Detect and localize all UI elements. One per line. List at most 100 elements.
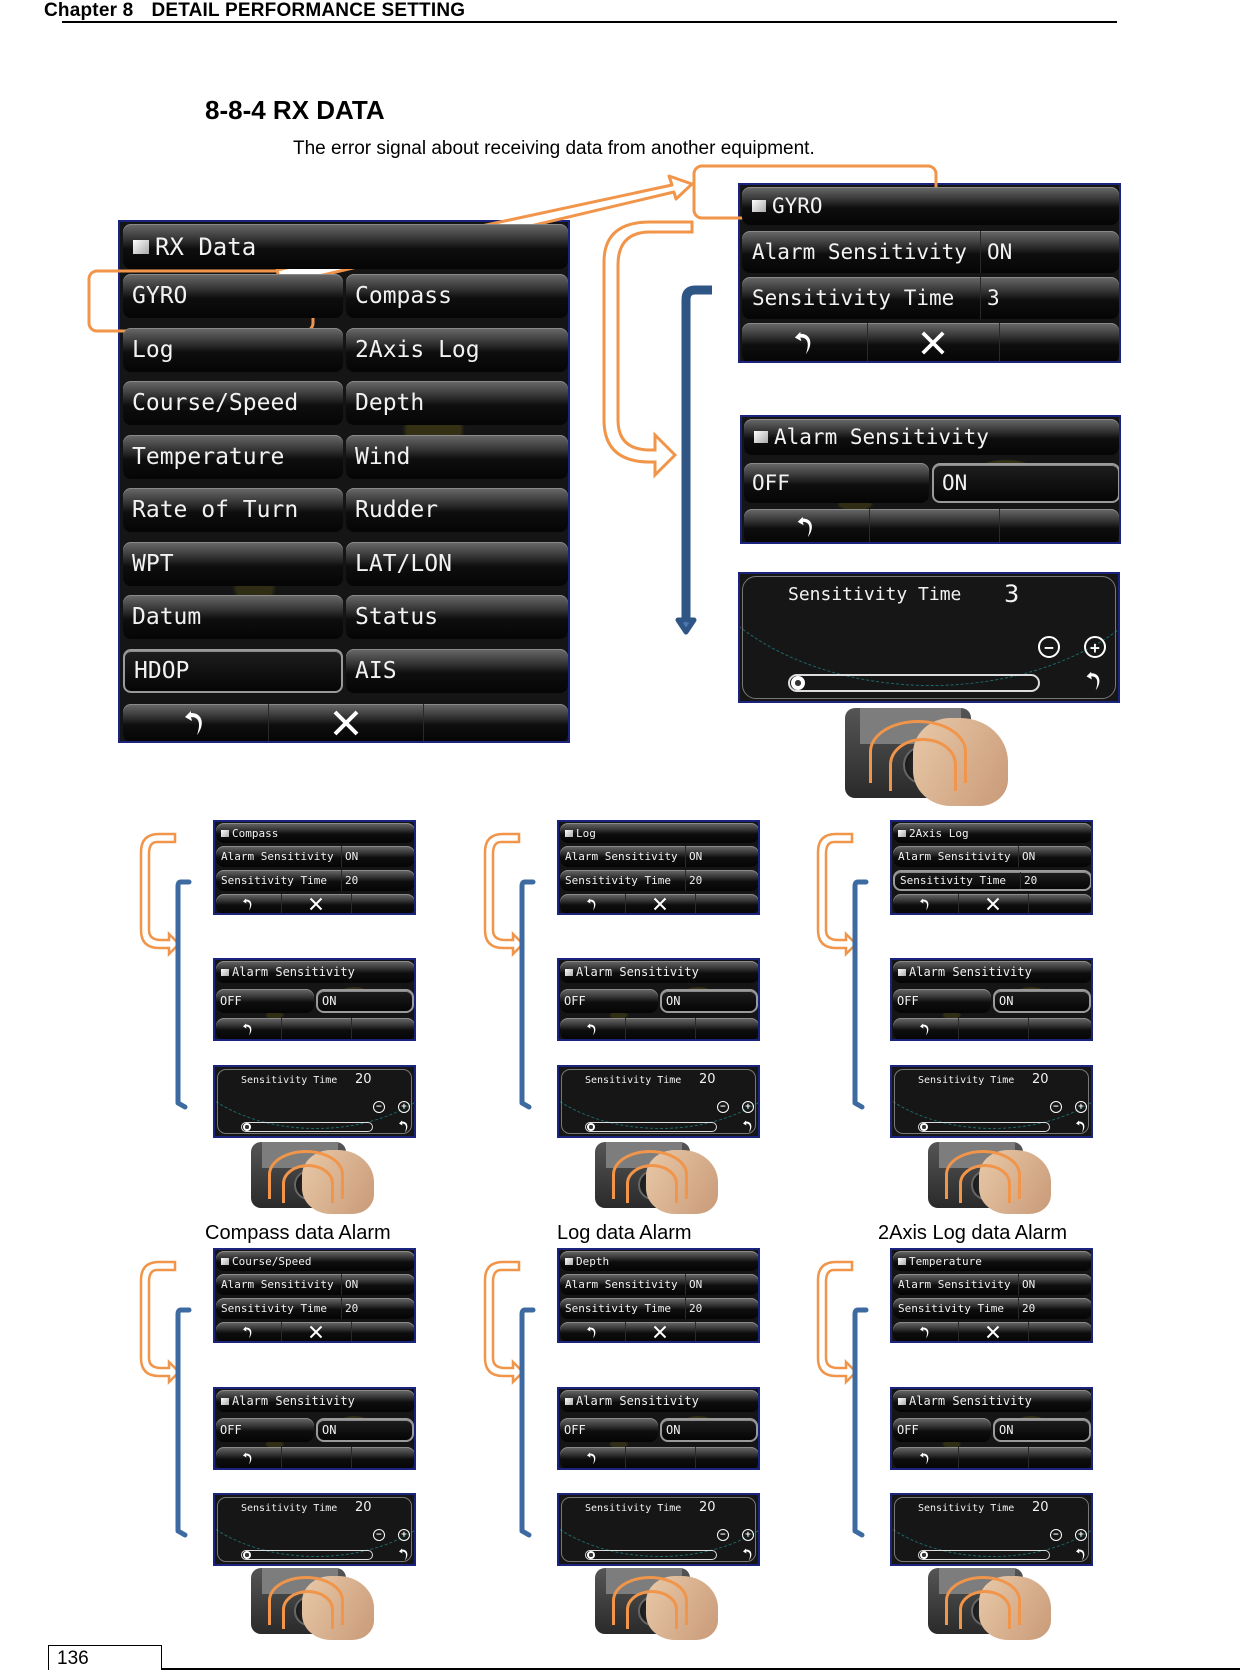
close-button[interactable] <box>958 1322 1028 1341</box>
back-button[interactable] <box>560 1018 625 1039</box>
close-button[interactable] <box>625 1322 695 1341</box>
alarm-sensitivity-row[interactable]: Alarm Sensitivity ON <box>216 1274 414 1295</box>
back-button[interactable] <box>1073 1545 1089 1563</box>
close-button[interactable] <box>281 1322 351 1341</box>
close-button[interactable] <box>268 704 423 741</box>
alarm-off-option[interactable]: OFF <box>216 989 314 1013</box>
close-button[interactable] <box>958 894 1028 913</box>
slider-thumb[interactable] <box>920 1123 928 1131</box>
gyro-alarm-sensitivity-row[interactable]: Alarm Sensitivity ON <box>742 231 1119 273</box>
rx-menu-item-status[interactable]: Status <box>346 595 568 639</box>
alarm-sensitivity-row[interactable]: Alarm Sensitivity ON <box>893 1274 1091 1295</box>
sensitivity-slider-track[interactable] <box>585 1550 717 1560</box>
alarm-off-option[interactable]: OFF <box>216 1418 314 1442</box>
back-button[interactable] <box>560 1447 625 1468</box>
rx-menu-item-course-speed[interactable]: Course/Speed <box>123 381 343 425</box>
alarm-on-option[interactable]: ON <box>993 989 1091 1013</box>
slider-thumb[interactable] <box>587 1123 595 1131</box>
plus-button[interactable]: + <box>1075 1529 1087 1541</box>
minus-button[interactable]: − <box>717 1529 729 1541</box>
slider-thumb[interactable] <box>791 676 805 690</box>
back-button[interactable] <box>1073 1117 1089 1135</box>
sensitivity-time-row[interactable]: Sensitivity Time 20 <box>893 1298 1091 1319</box>
sensitivity-time-row[interactable]: Sensitivity Time 20 <box>216 870 414 891</box>
alarm-on-option[interactable]: ON <box>993 1418 1091 1442</box>
minus-button[interactable]: − <box>1038 636 1060 658</box>
alarm-on-option[interactable]: ON <box>660 989 758 1013</box>
alarm-off-option[interactable]: OFF <box>744 463 929 503</box>
close-button[interactable] <box>281 894 351 913</box>
alarm-off-option[interactable]: OFF <box>560 989 658 1013</box>
alarm-sensitivity-row[interactable]: Alarm Sensitivity ON <box>560 846 758 867</box>
back-button[interactable] <box>744 509 869 542</box>
rx-menu-item-2axis-log[interactable]: 2Axis Log <box>346 327 568 372</box>
sensitivity-slider-track[interactable] <box>241 1550 373 1560</box>
plus-button[interactable]: + <box>398 1101 410 1113</box>
alarm-off-option[interactable]: OFF <box>893 989 991 1013</box>
slider-thumb[interactable] <box>243 1123 251 1131</box>
back-button[interactable] <box>560 1322 625 1341</box>
minus-button[interactable]: − <box>1050 1529 1062 1541</box>
plus-button[interactable]: + <box>1084 636 1106 658</box>
slider-thumb[interactable] <box>920 1551 928 1559</box>
back-button[interactable] <box>216 1018 281 1039</box>
back-button[interactable] <box>396 1117 412 1135</box>
minus-button[interactable]: − <box>373 1529 385 1541</box>
alarm-off-option[interactable]: OFF <box>893 1418 991 1442</box>
alarm-on-option[interactable]: ON <box>316 1418 414 1442</box>
close-button[interactable] <box>625 894 695 913</box>
back-button[interactable] <box>893 894 958 913</box>
sensitivity-slider-track[interactable] <box>241 1122 373 1132</box>
rx-menu-item-rudder[interactable]: Rudder <box>346 488 568 532</box>
back-button[interactable] <box>893 1018 958 1039</box>
back-button[interactable] <box>396 1545 412 1563</box>
alarm-sensitivity-row[interactable]: Alarm Sensitivity ON <box>216 846 414 867</box>
sensitivity-time-row[interactable]: Sensitivity Time 20 <box>560 870 758 891</box>
sensitivity-slider-track[interactable] <box>918 1122 1050 1132</box>
close-button[interactable] <box>867 323 999 361</box>
minus-button[interactable]: − <box>1050 1101 1062 1113</box>
back-button[interactable] <box>216 1447 281 1468</box>
alarm-sensitivity-row[interactable]: Alarm Sensitivity ON <box>893 846 1091 867</box>
back-button[interactable] <box>216 1322 281 1341</box>
slider-thumb[interactable] <box>243 1551 251 1559</box>
rx-menu-item-lat-lon[interactable]: LAT/LON <box>346 541 568 586</box>
back-button[interactable] <box>893 1322 958 1341</box>
alarm-off-option[interactable]: OFF <box>560 1418 658 1442</box>
minus-button[interactable]: − <box>373 1101 385 1113</box>
back-button[interactable] <box>740 1117 756 1135</box>
alarm-on-option[interactable]: ON <box>316 989 414 1013</box>
rx-menu-item-gyro[interactable]: GYRO <box>123 274 343 318</box>
alarm-on-option[interactable]: ON <box>660 1418 758 1442</box>
sensitivity-time-row[interactable]: Sensitivity Time 20 <box>560 1298 758 1319</box>
gyro-sensitivity-time-row[interactable]: Sensitivity Time 3 <box>742 277 1119 319</box>
back-button[interactable] <box>123 704 268 741</box>
rx-menu-item-temperature[interactable]: Temperature <box>123 434 343 479</box>
plus-button[interactable]: + <box>742 1101 754 1113</box>
sensitivity-time-row[interactable]: Sensitivity Time 20 <box>893 870 1091 891</box>
back-button[interactable] <box>742 323 867 361</box>
sensitivity-slider-track[interactable] <box>918 1550 1050 1560</box>
rx-menu-item-wind[interactable]: Wind <box>346 434 568 479</box>
plus-button[interactable]: + <box>1075 1101 1087 1113</box>
slider-thumb[interactable] <box>587 1551 595 1559</box>
back-button[interactable] <box>560 894 625 913</box>
back-button[interactable] <box>216 894 281 913</box>
rx-menu-item-depth[interactable]: Depth <box>346 381 568 425</box>
back-button[interactable] <box>893 1447 958 1468</box>
rx-menu-item-wpt[interactable]: WPT <box>123 541 343 586</box>
rx-menu-item-ais[interactable]: AIS <box>346 648 568 693</box>
alarm-on-option[interactable]: ON <box>932 463 1119 503</box>
sensitivity-slider-track[interactable] <box>788 674 1040 692</box>
back-button[interactable] <box>1082 666 1108 696</box>
sensitivity-time-row[interactable]: Sensitivity Time 20 <box>216 1298 414 1319</box>
rx-menu-item-datum[interactable]: Datum <box>123 595 343 639</box>
back-button[interactable] <box>740 1545 756 1563</box>
rx-menu-item-log[interactable]: Log <box>123 327 343 372</box>
rx-menu-item-compass[interactable]: Compass <box>346 274 568 318</box>
alarm-sensitivity-row[interactable]: Alarm Sensitivity ON <box>560 1274 758 1295</box>
plus-button[interactable]: + <box>398 1529 410 1541</box>
sensitivity-slider-track[interactable] <box>585 1122 717 1132</box>
rx-menu-item-rate-of-turn[interactable]: Rate of Turn <box>123 488 343 532</box>
plus-button[interactable]: + <box>742 1529 754 1541</box>
